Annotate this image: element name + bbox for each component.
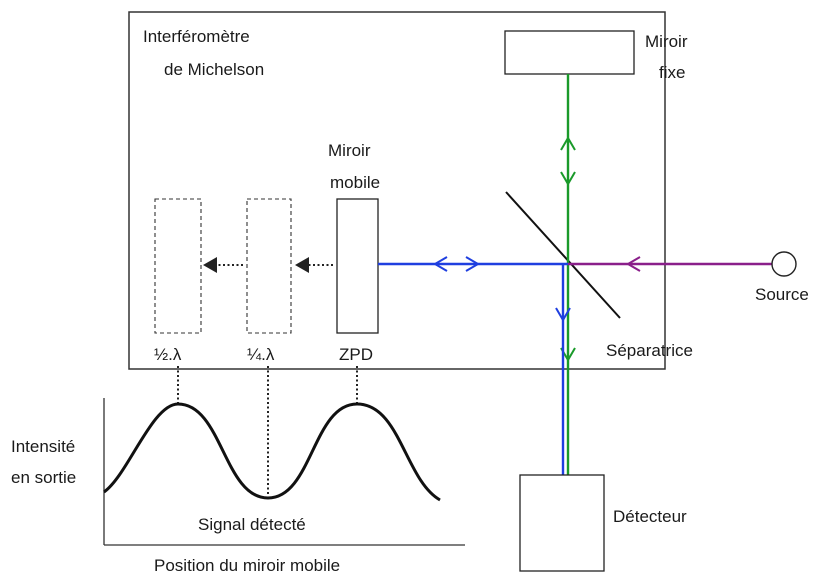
graph-ylabel-1: Intensité: [11, 437, 75, 456]
signal-curve: [103, 402, 441, 502]
moving-mirror-label-2: mobile: [330, 173, 380, 192]
title-line-2: de Michelson: [164, 60, 264, 79]
interferometer-box: [128, 11, 666, 370]
source-icon: [771, 251, 797, 277]
detector-box: [519, 474, 605, 572]
fixed-mirror: [504, 30, 635, 75]
detector-label: Détecteur: [613, 507, 687, 526]
mirror-position-half: [154, 198, 202, 334]
label-zpd: ZPD: [339, 345, 373, 364]
purple-arrow-left: [626, 256, 641, 272]
label-quarter-lambda: ¼.λ: [247, 345, 275, 364]
blue-arrow-down: [555, 307, 571, 322]
graph-xlabel: Position du miroir mobile: [154, 556, 340, 575]
green-arrow-down: [560, 171, 576, 186]
splitter-label: Séparatrice: [606, 341, 693, 360]
green-arrow-up: [560, 136, 576, 151]
fixed-mirror-label-1: Miroir: [645, 32, 688, 51]
moving-mirror-label-1: Miroir: [328, 141, 371, 160]
graph-ylabel-2: en sortie: [11, 468, 76, 487]
source-label: Source: [755, 285, 809, 304]
title-line-1: Interféromètre: [143, 27, 250, 46]
beam-splitter: [505, 191, 621, 319]
graph-curve-label: Signal détecté: [198, 515, 306, 534]
moving-mirror: [336, 198, 379, 334]
blue-arrow-left: [433, 256, 448, 272]
blue-arrow-right: [465, 256, 480, 272]
mirror-position-quarter: [246, 198, 292, 334]
label-half-lambda: ½.λ: [154, 345, 182, 364]
fixed-mirror-label-2: fixe: [659, 63, 685, 82]
